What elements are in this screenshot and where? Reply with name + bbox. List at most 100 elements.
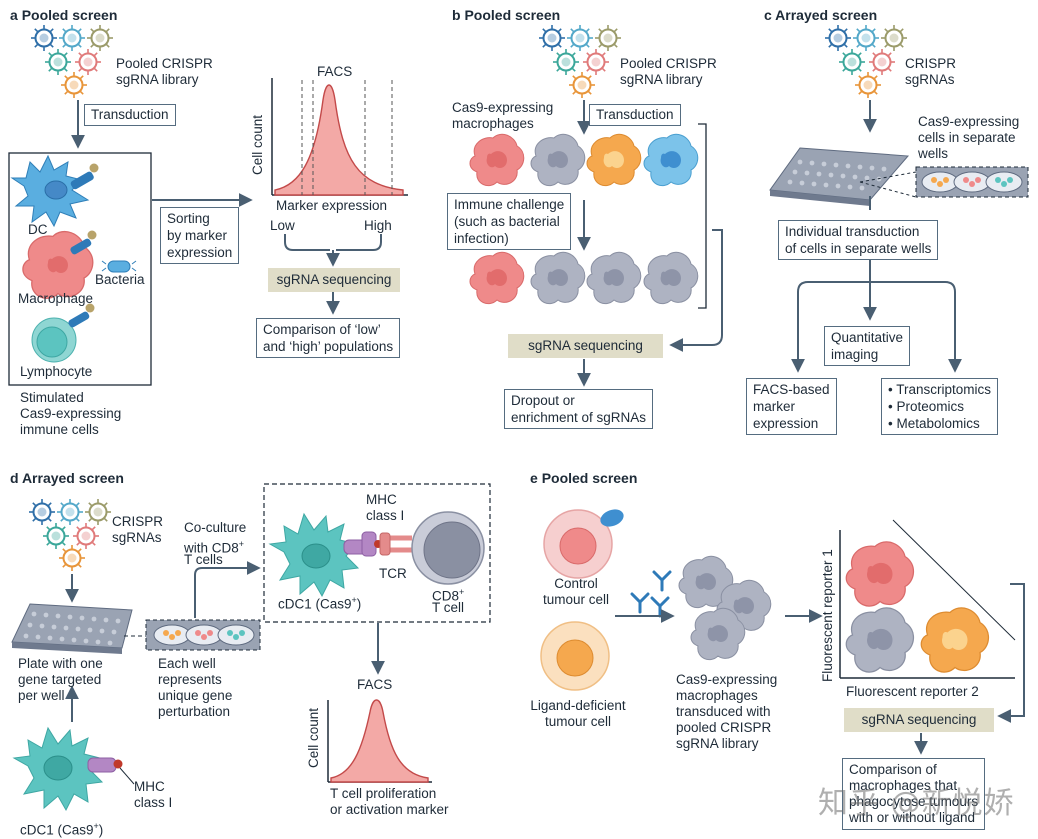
panel-a-heading: a Pooled screen xyxy=(10,7,117,23)
panel-b-dropout-box: Dropout or enrichment of sgRNAs xyxy=(504,389,654,429)
panel-d-facs-plot xyxy=(327,699,432,783)
panel-b-library-line1: Pooled CRISPR xyxy=(620,56,717,71)
omics-transcriptomics: Transcriptomics xyxy=(896,382,991,397)
sorting-line3: expression xyxy=(167,245,233,260)
panel-c-omics-box: • Transcriptomics • Proteomics • Metabol… xyxy=(881,378,998,435)
panel-d-eachwell-line3: unique gene xyxy=(158,688,233,703)
panel-e-ligand-line2: tumour cell xyxy=(544,714,612,729)
panel-c-letter: c xyxy=(764,7,772,23)
panel-c-heading: c Arrayed screen xyxy=(764,7,877,23)
panel-e-title: Pooled screen xyxy=(541,470,638,486)
panel-d-coculture-line3: T cells xyxy=(184,552,223,567)
panel-a-stimulated-line2: Cas9-expressing xyxy=(20,406,122,421)
panel-e-macrophage-cluster xyxy=(678,555,772,661)
panel-b-row2-cells xyxy=(469,251,699,305)
cdc1-bottom-tail: ) xyxy=(98,822,104,838)
panel-d-mhc-bottom-line2: class I xyxy=(134,795,173,810)
panel-c-individual-box: Individual transduction of cells in sepa… xyxy=(778,220,939,260)
panel-a-cell-count-label: Cell count xyxy=(250,114,265,175)
panel-a-stimulated-line3: immune cells xyxy=(20,422,99,437)
panel-a-sgrna-sequencing: sgRNA sequencing xyxy=(268,268,400,292)
panel-d-plate-line1: Plate with one xyxy=(18,656,103,671)
panel-a-dc-label: DC xyxy=(28,222,48,237)
panel-a-cells-frame xyxy=(8,152,152,386)
panel-a-sorting-box: Sorting by marker expression xyxy=(160,207,240,264)
panel-d-sgrna-library xyxy=(28,498,112,572)
panel-e-macrophages-line4: pooled CRISPR xyxy=(676,720,772,735)
panel-a-macrophage-cell xyxy=(22,230,97,299)
panel-b-library-line2: sgRNA library xyxy=(620,72,703,87)
panel-a-library-line1: Pooled CRISPR xyxy=(116,56,213,71)
panel-b-letter: b xyxy=(452,7,461,23)
panel-e-ligand-line1: Ligand-deficient xyxy=(530,698,626,713)
sorting-line1: Sorting xyxy=(167,211,210,226)
panel-e-macrophages-line1: Cas9-expressing xyxy=(676,672,778,687)
cdc1-bottom-superscript: + xyxy=(93,821,99,831)
panel-a-high-label: High xyxy=(364,218,392,233)
panel-d-cdc1-label: cDC1 (Cas9+) xyxy=(278,592,361,613)
panel-e-ligand-deficient-tumour-cell xyxy=(540,621,610,691)
cdc1-bottom-text: cDC1 (Cas9 xyxy=(20,822,94,838)
panel-a-comparison-box: Comparison of ‘low’ and ‘high’ populatio… xyxy=(256,318,401,358)
omics-metabolomics: Metabolomics xyxy=(896,416,980,431)
panel-d-plate-line2: gene targeted xyxy=(18,672,102,687)
panel-a-library-line2: sgRNA library xyxy=(116,72,199,87)
challenge-line2: (such as bacterial xyxy=(454,214,560,229)
panel-d-cd8-line1: CD8+ xyxy=(432,584,464,605)
panel-a-sgrna-library xyxy=(30,24,114,99)
omics-line2: • Proteomics xyxy=(888,399,965,414)
panel-b-immune-challenge-box: Immune challenge (such as bacterial infe… xyxy=(447,193,572,250)
panel-d-eachwell-line1: Each well xyxy=(158,656,216,671)
panel-e-sgrna-sequencing: sgRNA sequencing xyxy=(844,708,994,732)
panel-d-cdc1-cell xyxy=(268,512,360,598)
cd8-superscript: + xyxy=(459,587,465,597)
sorting-line2: by marker xyxy=(167,228,228,243)
panel-d-cdc1-bottom-label: cDC1 (Cas9+) xyxy=(20,818,103,839)
panel-d-proliferation-line1: T cell proliferation xyxy=(330,786,437,801)
panel-d-eachwell-line4: perturbation xyxy=(158,704,231,719)
panel-d-crispr-line2: sgRNAs xyxy=(112,530,162,545)
panel-a-low-label: Low xyxy=(270,218,295,233)
panel-d-heading: d Arrayed screen xyxy=(10,470,124,486)
panel-a-stimulated-line1: Stimulated xyxy=(20,390,84,405)
quant-line1: Quantitative xyxy=(831,330,904,345)
panel-b-row1-cells xyxy=(469,133,699,187)
panel-d-well-plate xyxy=(11,603,133,654)
panel-d-coculture-line1: Co-culture xyxy=(184,520,247,535)
panel-a-macrophage-label: Macrophage xyxy=(18,291,94,306)
panel-b-sgrna-sequencing: sgRNA sequencing xyxy=(508,334,663,358)
omics-line3: • Metabolomics xyxy=(888,416,980,431)
panel-d-coculture-frame xyxy=(263,483,491,623)
panel-e-reporter2-label: Fluorescent reporter 2 xyxy=(846,684,979,699)
e-comparison-line1: Comparison of xyxy=(849,762,937,777)
panel-a-marker-expression-label: Marker expression xyxy=(276,198,388,213)
panel-e-control-line2: tumour cell xyxy=(542,592,610,607)
panel-c-title: Arrayed screen xyxy=(775,7,878,23)
panel-e-control-line1: Control xyxy=(554,576,598,591)
panel-a-dc-cell xyxy=(10,154,99,228)
panel-a-bacteria-label: Bacteria xyxy=(95,272,145,287)
cdc1-tail: ) xyxy=(356,596,362,612)
e-comparison-line4: with or without ligand xyxy=(849,810,976,825)
panel-d-mhc-line1: MHC xyxy=(366,492,397,507)
dropout-line2: enrichment of sgRNAs xyxy=(511,410,647,425)
panel-b-title: Pooled screen xyxy=(464,7,561,23)
panel-a-lymphocyte-label: Lymphocyte xyxy=(20,364,93,379)
individual-line2: of cells in separate wells xyxy=(785,241,932,256)
panel-a-title: Pooled screen xyxy=(21,7,118,23)
panel-a-facs-plot xyxy=(271,78,408,196)
panel-e-letter: e xyxy=(530,470,538,486)
bacteria-icon xyxy=(101,260,137,273)
panel-d-mhc-bottom-line1: MHC xyxy=(134,779,165,794)
panel-c-sgrna-library xyxy=(824,24,908,99)
panel-a-lymphocyte-cell xyxy=(31,303,95,363)
omics-proteomics: Proteomics xyxy=(896,399,965,414)
panel-c-cells-line2: cells in separate xyxy=(918,130,1016,145)
challenge-line1: Immune challenge xyxy=(454,197,565,212)
panel-e-heading: e Pooled screen xyxy=(530,470,637,486)
quant-line2: imaging xyxy=(831,347,879,362)
cdc1-superscript: + xyxy=(351,595,357,605)
panel-d-tcr-label: TCR xyxy=(379,566,407,581)
panel-e-macrophages-line5: sgRNA library xyxy=(676,736,759,751)
